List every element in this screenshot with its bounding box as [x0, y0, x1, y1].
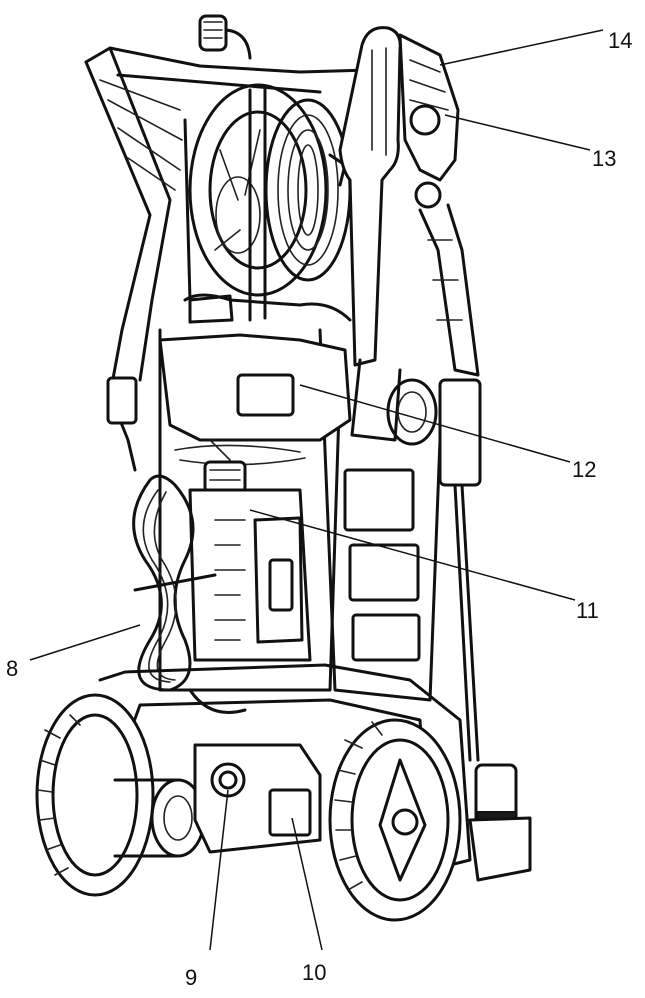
detergent-bottle	[188, 460, 312, 662]
callout-8: 8	[6, 656, 18, 681]
hose-reel	[188, 83, 352, 322]
spray-gun	[398, 33, 532, 882]
leader-12	[299, 384, 571, 463]
base-and-wheels	[35, 663, 472, 922]
leader-11	[249, 509, 576, 601]
callout-9: 9	[185, 965, 197, 990]
leader-13	[444, 114, 591, 151]
leader-10	[291, 817, 323, 951]
left-handle-frame	[84, 46, 372, 397]
leader-14	[439, 29, 604, 66]
leader-9	[209, 789, 229, 951]
callout-11: 11	[576, 598, 599, 623]
callout-labels: 14 13 12 11 8 9 10	[6, 28, 632, 990]
right-handle	[338, 26, 438, 446]
main-body	[158, 293, 442, 702]
leader-lines	[29, 29, 604, 951]
leader-8	[29, 624, 141, 661]
callout-12: 12	[572, 457, 596, 482]
callout-10: 10	[302, 960, 326, 985]
power-cord	[106, 376, 247, 714]
callout-13: 13	[592, 146, 616, 171]
callout-14: 14	[608, 28, 632, 53]
top-knob	[198, 14, 252, 60]
